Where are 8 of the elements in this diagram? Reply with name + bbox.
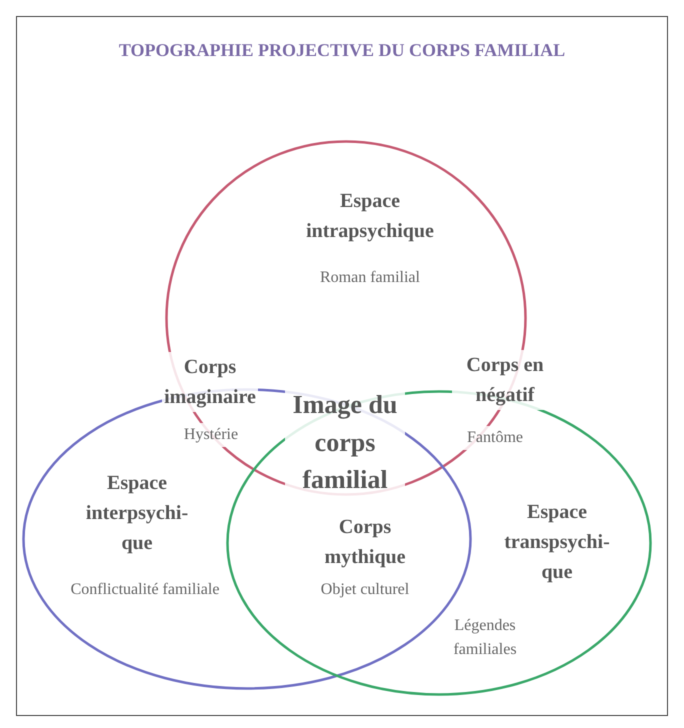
region-note: Roman familial <box>319 268 421 288</box>
region-note: Légendes familiales <box>452 616 518 660</box>
region-note: Conflictualité familiale <box>70 580 220 600</box>
region-title: Espace intrapsychique <box>305 189 435 244</box>
region-title: Corps imaginaire <box>162 352 258 412</box>
region-title: Espace interpsychi-que <box>84 471 190 556</box>
region-title: Espace transpsychi-que <box>503 500 611 585</box>
diagram-title: TOPOGRAPHIE PROJECTIVE DU CORPS FAMILIAL <box>118 40 566 61</box>
